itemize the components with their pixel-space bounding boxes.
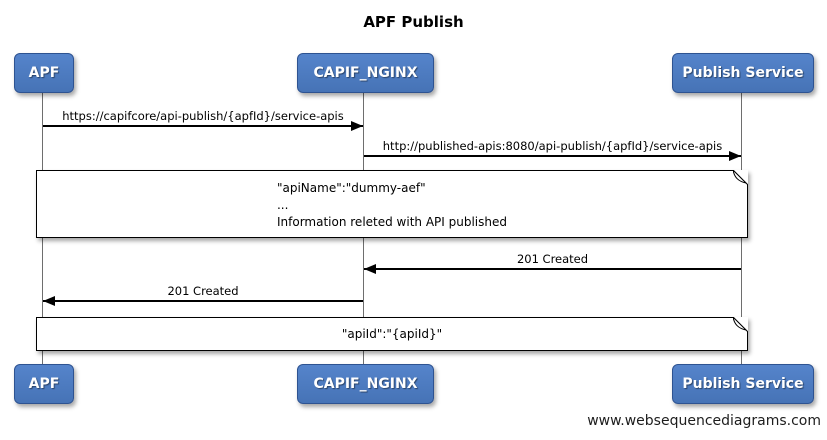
message-publish-request-line — [43, 121, 363, 131]
message-publish-request-label: https://capifcore/api-publish/{apfId}/se… — [62, 109, 344, 123]
message-201-created-to-nginx-label: 201 Created — [516, 252, 589, 266]
message-forward-request-line — [364, 151, 741, 161]
message-forward-request-label: http://published-apis:8080/api-publish/{… — [382, 139, 723, 153]
message-201-created-to-nginx: 201 Created — [364, 251, 741, 274]
arrow-right-icon — [729, 151, 741, 161]
note-line: "apiName":"dummy-aef" — [276, 181, 426, 195]
note-line: ... — [276, 198, 289, 212]
actor-apf-bottom: APF — [14, 364, 74, 404]
note-api-id-text: "apiId":"{apiId}" — [341, 327, 443, 341]
actor-capif-nginx-top: CAPIF_NGINX — [297, 53, 434, 93]
actor-publish-service-top: Publish Service — [672, 53, 814, 93]
note-folded-corner-icon — [733, 170, 748, 185]
note-line: Information releted with API published — [276, 215, 507, 229]
arrow-right-icon — [351, 121, 363, 131]
message-201-created-to-apf-line — [43, 296, 363, 306]
message-201-created-to-nginx-line — [364, 264, 741, 274]
arrow-left-icon — [43, 296, 55, 306]
diagram-title: APF Publish — [363, 13, 464, 31]
note-api-information: "apiName":"dummy-aef" ... Information re… — [36, 170, 748, 238]
message-publish-request: https://capifcore/api-publish/{apfId}/se… — [43, 108, 363, 131]
websequencediagrams-watermark: www.websequencediagrams.com — [587, 413, 821, 429]
arrow-left-icon — [364, 264, 376, 274]
note-api-information-text: "apiName":"dummy-aef" ... Information re… — [277, 180, 507, 231]
message-201-created-to-apf: 201 Created — [43, 283, 363, 306]
actor-publish-service-bottom: Publish Service — [672, 364, 814, 404]
actor-apf-top: APF — [14, 53, 74, 93]
message-201-created-to-apf-label: 201 Created — [167, 284, 239, 298]
note-api-id: "apiId":"{apiId}" — [36, 317, 748, 351]
message-forward-request: http://published-apis:8080/api-publish/{… — [364, 138, 741, 161]
note-folded-corner-icon — [733, 317, 748, 332]
actor-capif-nginx-bottom: CAPIF_NGINX — [297, 364, 434, 404]
